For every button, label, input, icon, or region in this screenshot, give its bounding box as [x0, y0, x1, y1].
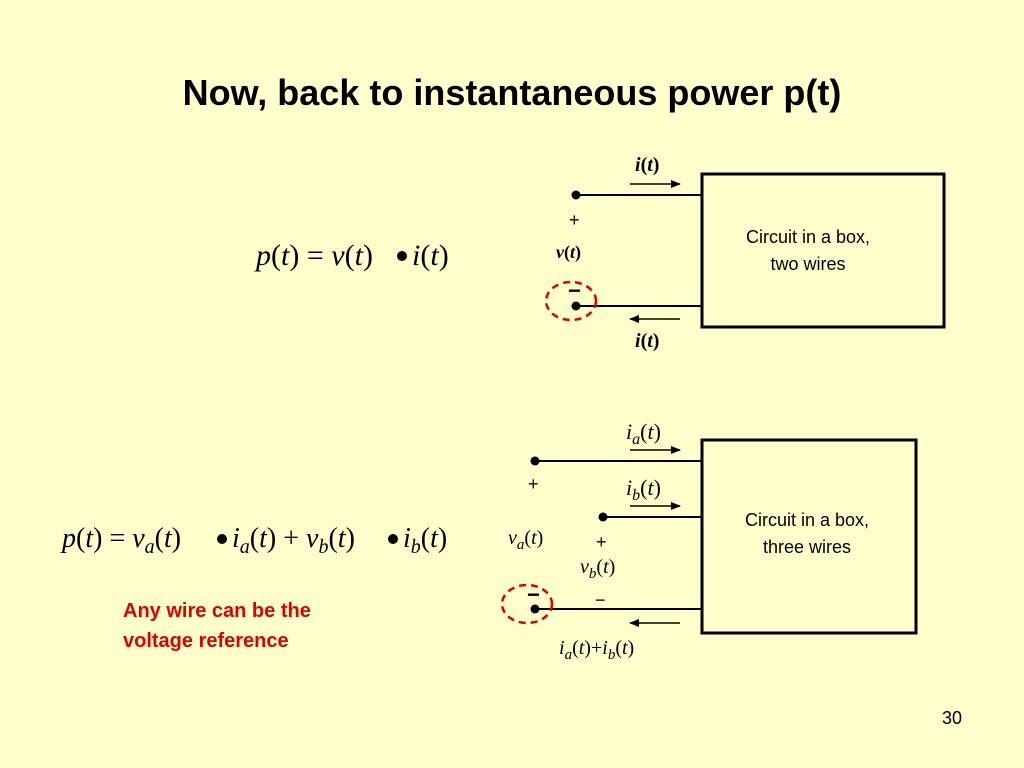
equation-power-three-wire: p(t) = va(t) ia(t) + vb(t) ib(t) — [60, 523, 447, 558]
svg-text:ia(t) + vb(t): ia(t) + vb(t) — [232, 523, 355, 558]
svg-text:i(t): i(t) — [412, 239, 449, 272]
equation-power-two-wire: p(t) = v(t) i(t) — [254, 239, 449, 272]
minus-sign-1: − — [568, 278, 581, 303]
box1-label-line2: two wires — [770, 254, 846, 274]
label-vb-t: vb(t) — [580, 556, 615, 582]
label-i-t-bottom: i(t) — [635, 330, 659, 352]
label-ia-plus-ib: ia(t)+ib(t) — [559, 637, 634, 663]
three-wire-circuit: ia(t) ib(t) + va(t) + vb(t) − − ia(t)+ib… — [500, 419, 918, 663]
box2-label-line2: three wires — [762, 537, 852, 557]
page-number: 30 — [941, 708, 962, 728]
note-line1: Any wire can be the — [123, 600, 311, 622]
slide-title: Now, back to instantaneous power p(t) — [182, 72, 842, 113]
terminal-a — [530, 456, 540, 466]
label-va-t: va(t) — [508, 527, 543, 553]
plus-sign-a: + — [528, 474, 539, 494]
terminal-top — [571, 190, 581, 200]
svg-text:ib(t): ib(t) — [403, 523, 447, 558]
svg-text:p(t) = v(t): p(t) = v(t) — [254, 239, 373, 272]
reference-note: Any wire can be the voltage reference — [123, 596, 311, 656]
minus-sign-b: − — [595, 590, 606, 610]
terminal-bottom — [571, 301, 581, 311]
label-i-t-top: i(t) — [635, 154, 659, 176]
note-line2: voltage reference — [123, 630, 289, 652]
plus-sign-b: + — [596, 532, 607, 552]
two-wire-circuit: i(t) i(t) + v(t) − — [544, 154, 946, 352]
terminal-ref — [530, 604, 540, 614]
label-ib-t: ib(t) — [626, 475, 661, 504]
circuit-box-2 — [700, 438, 918, 635]
minus-sign-a: − — [527, 582, 540, 607]
reference-highlight-2 — [500, 583, 554, 625]
circuit-box-1 — [700, 172, 946, 329]
reference-highlight-1 — [544, 280, 598, 322]
svg-text:p(t) = va(t): p(t) = va(t) — [60, 523, 181, 558]
plus-sign-1: + — [569, 210, 580, 230]
terminal-b — [598, 512, 608, 522]
label-ia-t: ia(t) — [626, 419, 661, 448]
box2-label-line1: Circuit in a box, — [744, 510, 870, 530]
box1-label: Circuit in a box, two wires — [702, 224, 914, 278]
label-v-t: v(t) — [556, 242, 581, 263]
box2-label: Circuit in a box, three wires — [702, 507, 912, 561]
box1-label-line1: Circuit in a box, — [745, 227, 871, 247]
